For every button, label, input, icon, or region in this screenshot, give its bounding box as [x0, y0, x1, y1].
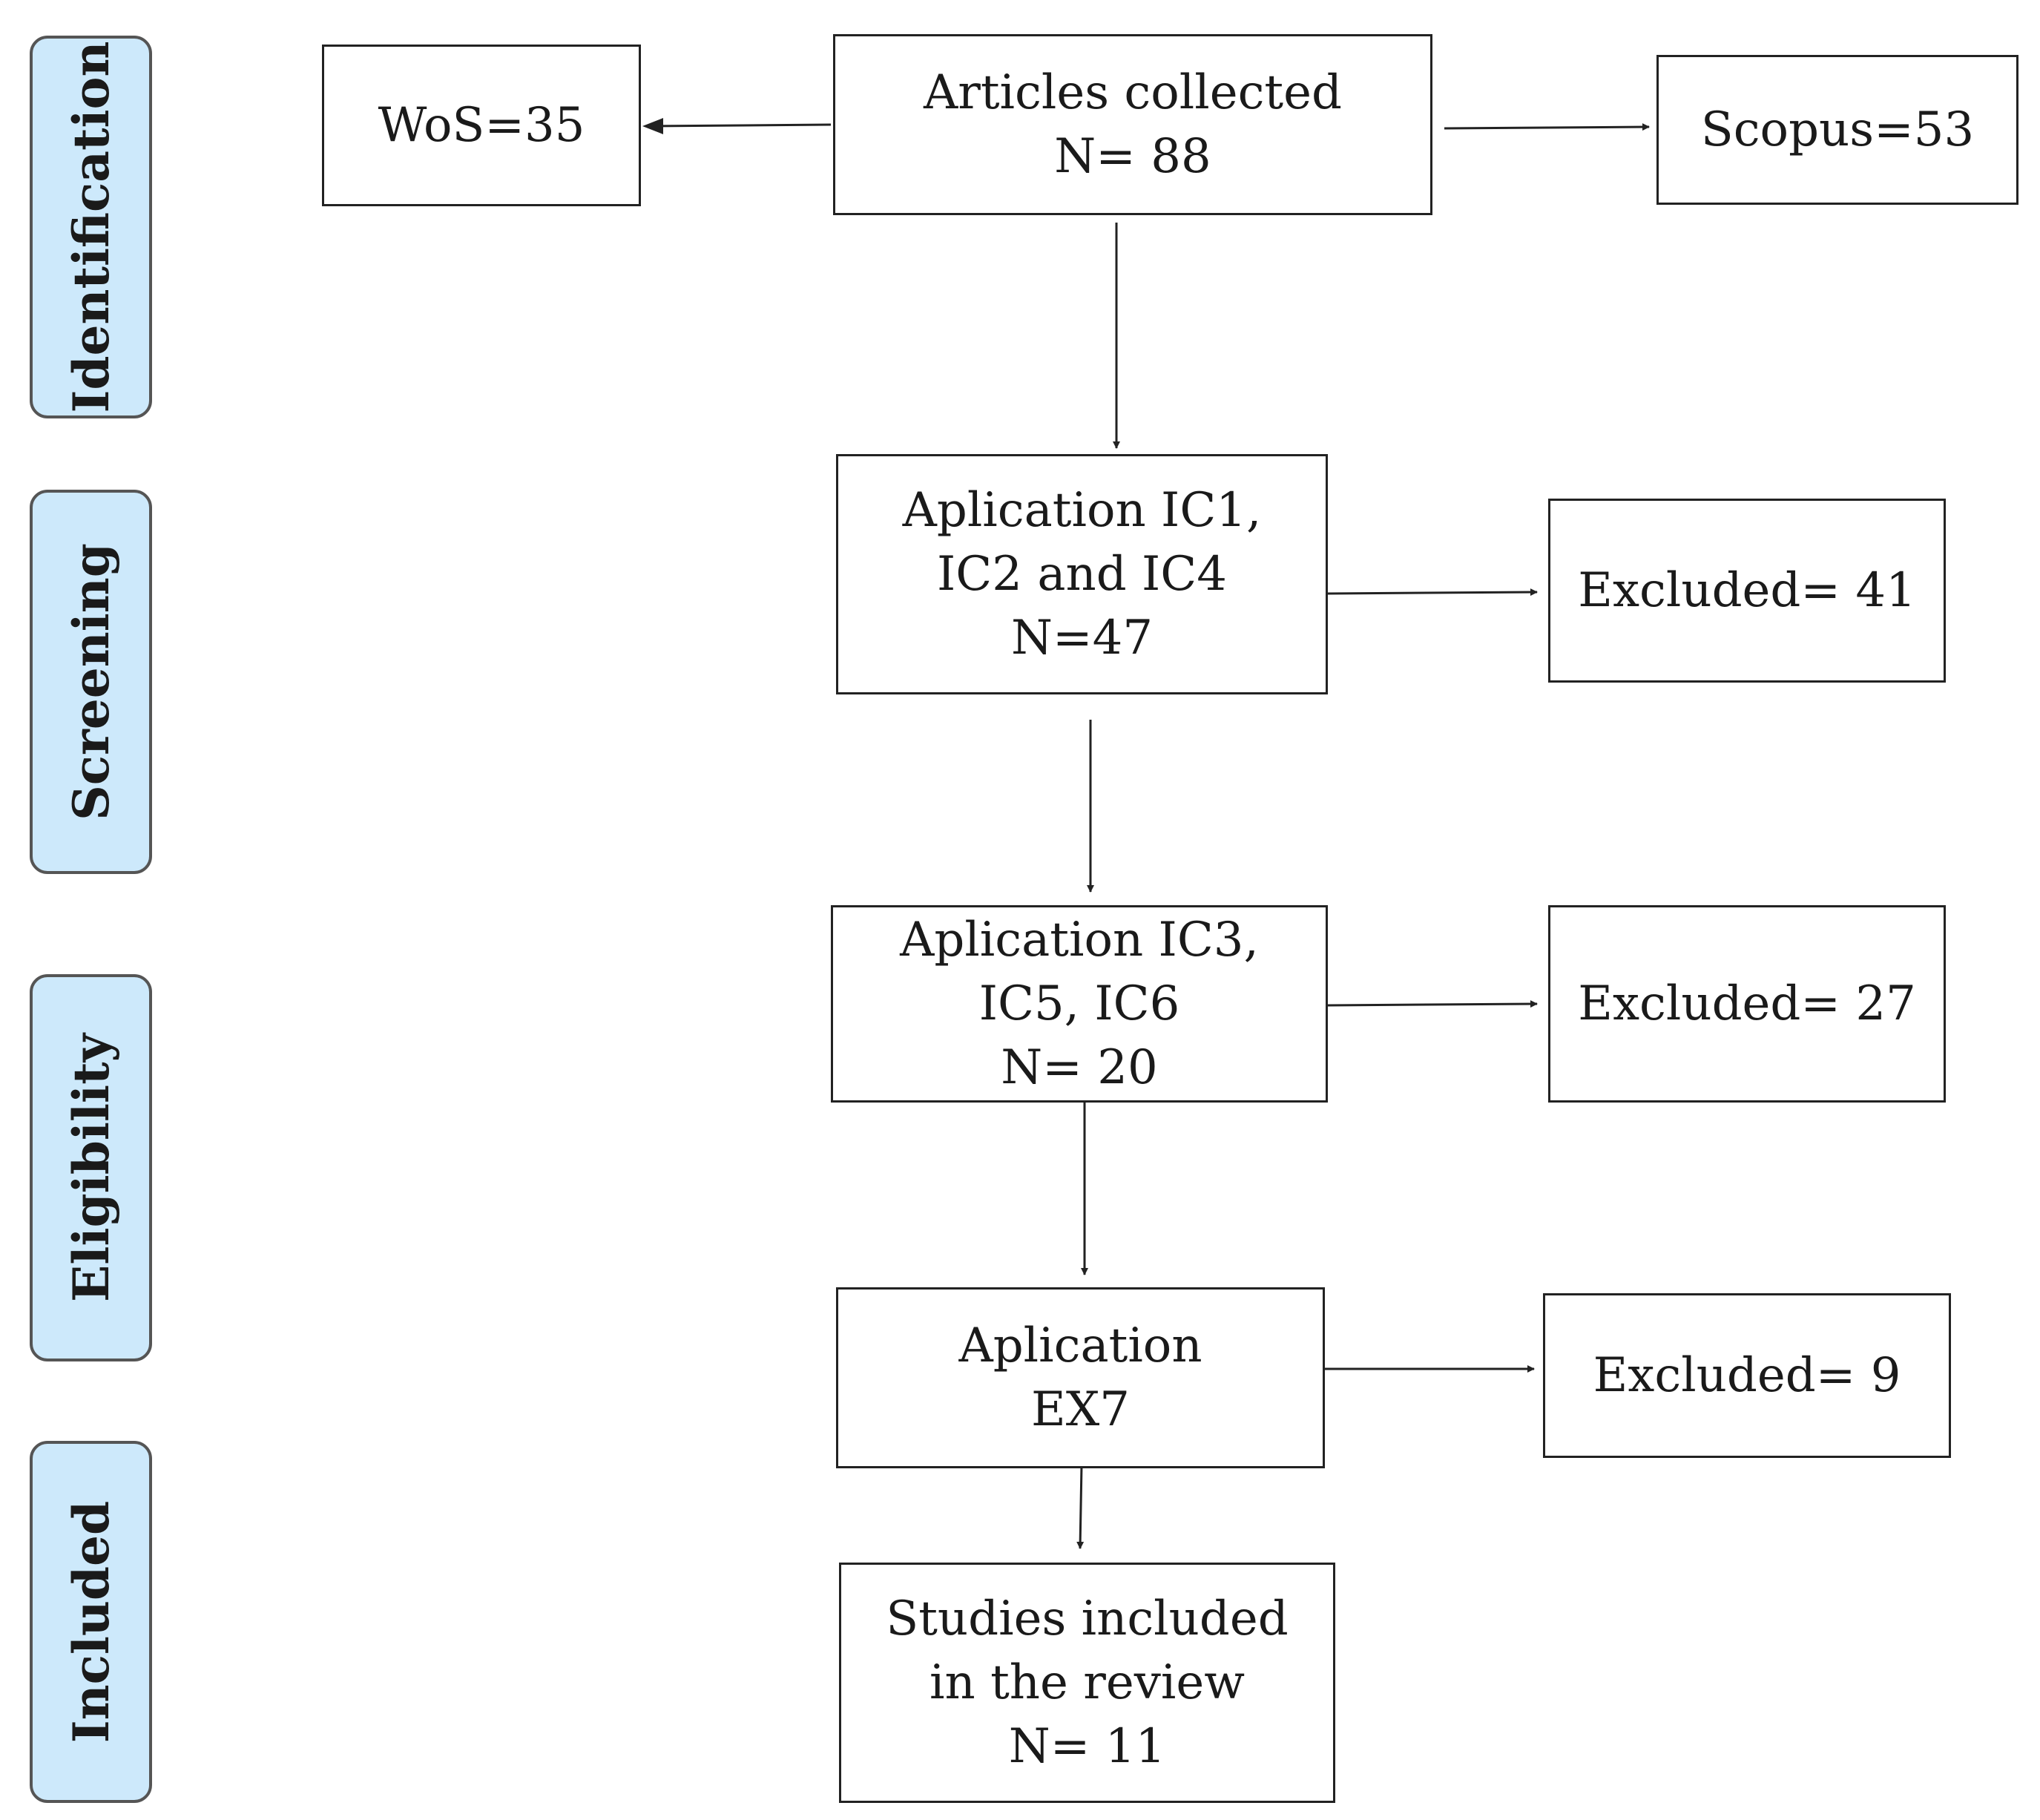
wos-count: WoS=35: [378, 98, 585, 153]
included-studies-line1: Studies included: [886, 1591, 1289, 1646]
excluded-screening-box: Excluded= 41: [1548, 499, 1946, 683]
phase-included: Included: [30, 1441, 152, 1803]
scopus-count: Scopus=53: [1700, 102, 1975, 157]
screening-step-line1: Aplication IC1,: [902, 483, 1262, 538]
screening-step-count: N=47: [1010, 611, 1154, 666]
excluded-eligibility-box: Excluded= 27: [1548, 905, 1946, 1103]
screening-step-box: Aplication IC1, IC2 and IC4 N=47: [836, 454, 1328, 694]
arrow-to-wos: [647, 122, 832, 130]
ex7-step-line2: EX7: [1031, 1382, 1130, 1437]
arrow-to-excluded-screening: [1327, 588, 1538, 597]
phase-identification-label: Identification: [62, 41, 120, 413]
included-studies-box: Studies included in the review N= 11: [839, 1563, 1335, 1803]
included-studies-count: N= 11: [1008, 1719, 1166, 1774]
excluded-eligibility-count: Excluded= 27: [1578, 976, 1916, 1031]
phase-eligibility-label: Eligibility: [62, 1034, 120, 1302]
ex7-step-line1: Aplication: [958, 1318, 1202, 1373]
scopus-box: Scopus=53: [1656, 55, 2018, 205]
eligibility-step-count: N= 20: [1001, 1040, 1158, 1095]
phase-included-label: Included: [62, 1500, 120, 1744]
eligibility-step-box: Aplication IC3, IC5, IC6 N= 20: [831, 905, 1328, 1103]
arrow-to-excluded-eligibility: [1327, 1000, 1538, 1008]
articles-collected-count: N= 88: [1054, 129, 1211, 184]
arrow-to-included: [1076, 1465, 1085, 1549]
excluded-screening-count: Excluded= 41: [1578, 563, 1916, 618]
arrowhead-wos: [642, 118, 663, 134]
excluded-ex7-box: Excluded= 9: [1543, 1293, 1951, 1458]
wos-box: WoS=35: [322, 45, 641, 206]
phase-screening: Screening: [30, 490, 152, 874]
eligibility-step-line1: Aplication IC3,: [900, 913, 1259, 968]
included-studies-line2: in the review: [929, 1655, 1245, 1710]
articles-collected-title: Articles collected: [924, 65, 1342, 120]
ex7-step-box: Aplication EX7: [836, 1287, 1325, 1468]
arrow-to-scopus: [1444, 123, 1650, 131]
screening-step-line2: IC2 and IC4: [937, 547, 1227, 602]
phase-screening-label: Screening: [62, 543, 120, 821]
phase-eligibility: Eligibility: [30, 974, 152, 1361]
eligibility-step-line2: IC5, IC6: [978, 976, 1180, 1031]
articles-collected-box: Articles collected N= 88: [833, 34, 1432, 215]
phase-identification: Identification: [30, 36, 152, 418]
excluded-ex7-count: Excluded= 9: [1593, 1348, 1901, 1403]
